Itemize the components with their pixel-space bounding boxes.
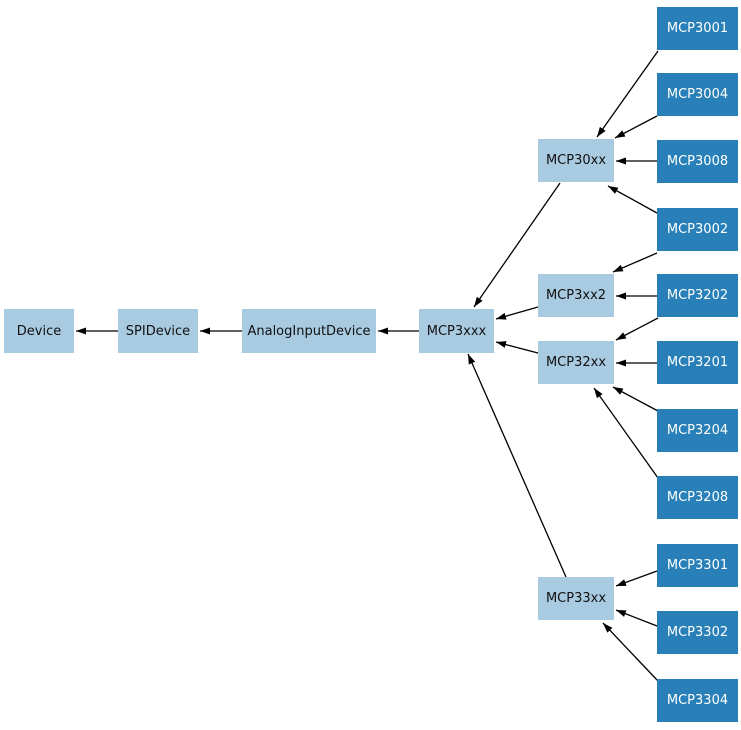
node-mcp3301[interactable]: MCP3301 <box>657 544 738 587</box>
node-mcp3001[interactable]: MCP3001 <box>657 7 738 50</box>
node-mcp3202[interactable]: MCP3202 <box>657 274 738 317</box>
edge-mcp33xx-mcp3xxx <box>467 353 567 578</box>
edge-mcp3001-mcp30xx <box>596 50 659 138</box>
node-mcp33xx[interactable]: MCP33xx <box>538 577 614 620</box>
node-mcp3302[interactable]: MCP3302 <box>657 611 738 654</box>
edge-mcp3xx2-mcp3xxx <box>495 306 539 320</box>
edge-mcp3002-mcp30xx <box>607 185 658 214</box>
node-mcp3304[interactable]: MCP3304 <box>657 679 738 722</box>
edge-mcp30xx-mcp3xxx <box>473 182 561 308</box>
node-device[interactable]: Device <box>4 309 74 353</box>
edge-mcp3004-mcp30xx <box>614 115 658 139</box>
node-spidevice[interactable]: SPIDevice <box>118 309 198 353</box>
node-mcp3008[interactable]: MCP3008 <box>657 140 738 183</box>
node-mcp3002[interactable]: MCP3002 <box>657 208 738 251</box>
edge-mcp3208-mcp32xx <box>593 387 659 479</box>
edge-mcp3202-mcp32xx <box>615 317 659 341</box>
edge-mcp3301-mcp33xx <box>615 570 658 587</box>
node-mcp32xx[interactable]: MCP32xx <box>538 341 614 384</box>
node-mcp3204[interactable]: MCP3204 <box>657 409 738 452</box>
node-mcp3004[interactable]: MCP3004 <box>657 73 738 116</box>
edge-mcp3002-mcp3xx2 <box>612 252 658 273</box>
edge-mcp3304-mcp33xx <box>602 622 659 682</box>
edge-mcp32xx-mcp3xxx <box>495 341 539 354</box>
node-mcp3xx2[interactable]: MCP3xx2 <box>538 274 614 317</box>
node-mcp3208[interactable]: MCP3208 <box>657 476 738 519</box>
node-mcp3xxx[interactable]: MCP3xxx <box>419 309 494 353</box>
node-analoginputdevice[interactable]: AnalogInputDevice <box>242 309 376 353</box>
edge-mcp3204-mcp32xx <box>612 386 659 412</box>
node-mcp30xx[interactable]: MCP30xx <box>538 139 614 182</box>
edge-mcp3302-mcp33xx <box>615 609 658 627</box>
node-mcp3201[interactable]: MCP3201 <box>657 341 738 384</box>
